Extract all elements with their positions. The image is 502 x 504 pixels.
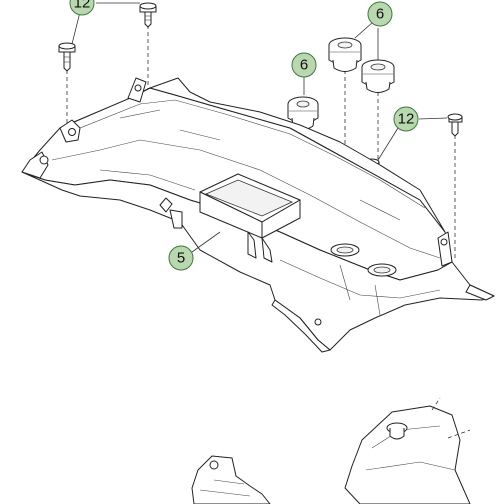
callout-12-right: 12 (377, 106, 448, 161)
bolt-left (58, 42, 76, 72)
callout-12-top-left: 12 (69, 0, 140, 45)
callout-6-right-pair: 6 (354, 1, 393, 60)
callout-label: 6 (376, 6, 384, 23)
callout-label: 12 (74, 0, 91, 12)
bolt-top-left (139, 2, 157, 28)
bushing-right-lower (361, 59, 395, 93)
callout-5-crossmember: 5 (168, 231, 221, 271)
crossmember (21, 77, 495, 353)
bolt-right-upper (447, 113, 463, 137)
callout-6-center: 6 (291, 52, 317, 95)
bushing-right-upper (328, 37, 362, 72)
lower-assembly-partial (191, 397, 471, 504)
callout-label: 6 (300, 57, 308, 74)
bushing-center (287, 96, 319, 130)
callout-label: 5 (177, 250, 185, 267)
callout-label: 12 (398, 111, 415, 128)
